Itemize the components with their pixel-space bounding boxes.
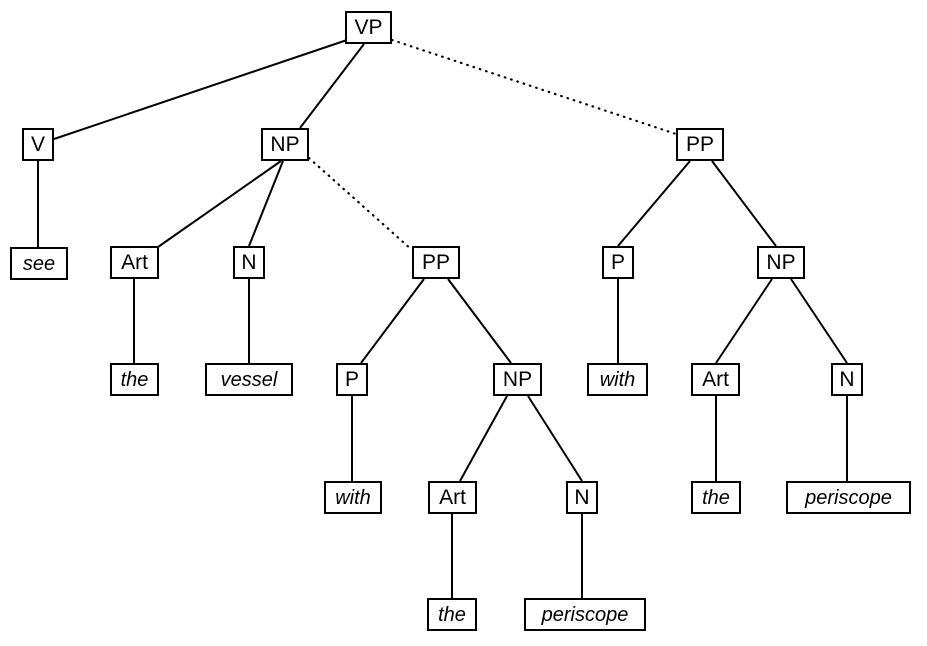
tree-node-n1: N — [233, 246, 265, 279]
tree-edge-NP_M-to-N_M — [527, 395, 583, 482]
tree-node-p_r: P — [602, 246, 634, 279]
tree-node-pp_r: PP — [676, 128, 724, 161]
tree-edge-VP-to-PP_R — [390, 38, 678, 136]
tree-node-v: V — [22, 128, 54, 161]
tree-node-np_m: NP — [493, 363, 542, 396]
tree-node-np1: NP — [261, 128, 309, 161]
tree-edge-PP_R-to-P_R — [617, 160, 691, 247]
tree-node-art_m: Art — [428, 481, 477, 514]
tree-edge-NP1-to-PP_M — [307, 156, 414, 252]
tree-leaf-the_r: the — [691, 481, 741, 514]
tree-edge-NP_R-to-N_R — [790, 278, 848, 364]
tree-leaf-the1: the — [110, 363, 159, 396]
tree-leaf-with_r: with — [587, 363, 648, 396]
tree-edge-PP_R-to-NP_R — [711, 160, 777, 247]
tree-node-p_m: P — [336, 363, 368, 396]
tree-edge-PP_M-to-P_M — [360, 278, 425, 364]
tree-leaf-periscope_r: periscope — [786, 481, 911, 514]
tree-node-vp: VP — [345, 11, 392, 44]
tree-edge-PP_M-to-NP_M — [447, 278, 512, 364]
tree-node-n_r: N — [831, 363, 863, 396]
tree-edge-NP_M-to-Art_M — [459, 395, 508, 482]
tree-edge-NP_R-to-Art_R — [715, 278, 773, 364]
tree-node-n_m: N — [566, 481, 598, 514]
tree-leaf-vessel: vessel — [205, 363, 293, 396]
tree-edge-VP-to-V — [53, 39, 348, 140]
tree-node-art_r: Art — [691, 363, 740, 396]
tree-node-pp_m: PP — [412, 246, 460, 279]
tree-edge-NP1-to-Art1 — [157, 160, 282, 248]
tree-leaf-the_m: the — [427, 598, 477, 631]
tree-edge-NP1-to-N1 — [248, 160, 284, 247]
tree-node-art1: Art — [110, 246, 159, 279]
tree-node-np_r: NP — [757, 246, 805, 279]
tree-edge-VP-to-NP1 — [299, 43, 365, 129]
tree-leaf-see: see — [10, 247, 68, 280]
tree-leaf-periscope_m: periscope — [524, 598, 646, 631]
tree-leaf-with_m: with — [324, 481, 382, 514]
